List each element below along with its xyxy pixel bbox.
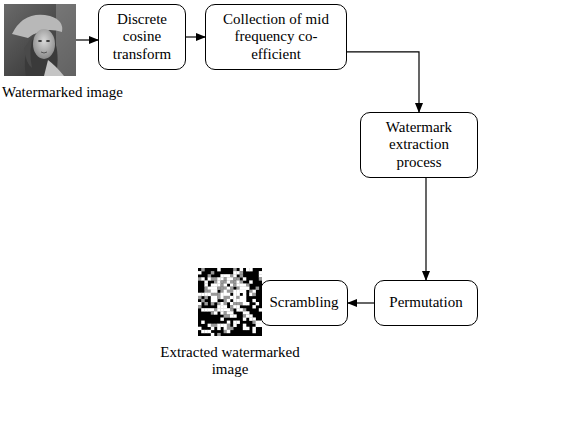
process-box: Collection of mid frequency co-efficient xyxy=(205,4,347,70)
box-text-group: Scrambling xyxy=(269,294,338,311)
process-box: Scrambling xyxy=(260,280,348,326)
flow-arrow xyxy=(425,178,426,280)
process-box: Permutation xyxy=(374,280,478,326)
process-box: Watermark extraction process xyxy=(360,112,478,178)
flow-arrow xyxy=(347,52,419,112)
image-caption: Watermarked image xyxy=(2,84,142,101)
flow-arrow xyxy=(348,302,374,303)
box-text-group: Discrete cosine transform xyxy=(105,11,179,63)
image-caption: Extracted watermarked image xyxy=(160,344,300,379)
box-label: Discrete cosine transform xyxy=(105,11,179,63)
box-text-group: Watermark extraction process xyxy=(367,119,471,171)
box-text-group: Permutation xyxy=(389,294,462,311)
watermark-pattern xyxy=(198,268,262,336)
flow-arrow xyxy=(76,39,98,40)
flow-arrow xyxy=(186,36,205,37)
box-label: Scrambling xyxy=(269,294,338,311)
box-label: Collection of mid frequency co-efficient xyxy=(212,11,340,63)
box-label: Watermark extraction process xyxy=(367,119,471,171)
box-label: Permutation xyxy=(389,294,462,311)
portrait-photo xyxy=(4,4,76,76)
box-text-group: Collection of mid frequency co-efficient xyxy=(212,11,340,63)
process-box: Discrete cosine transform xyxy=(98,4,186,70)
output-image: Extracted watermarked image xyxy=(160,268,300,379)
